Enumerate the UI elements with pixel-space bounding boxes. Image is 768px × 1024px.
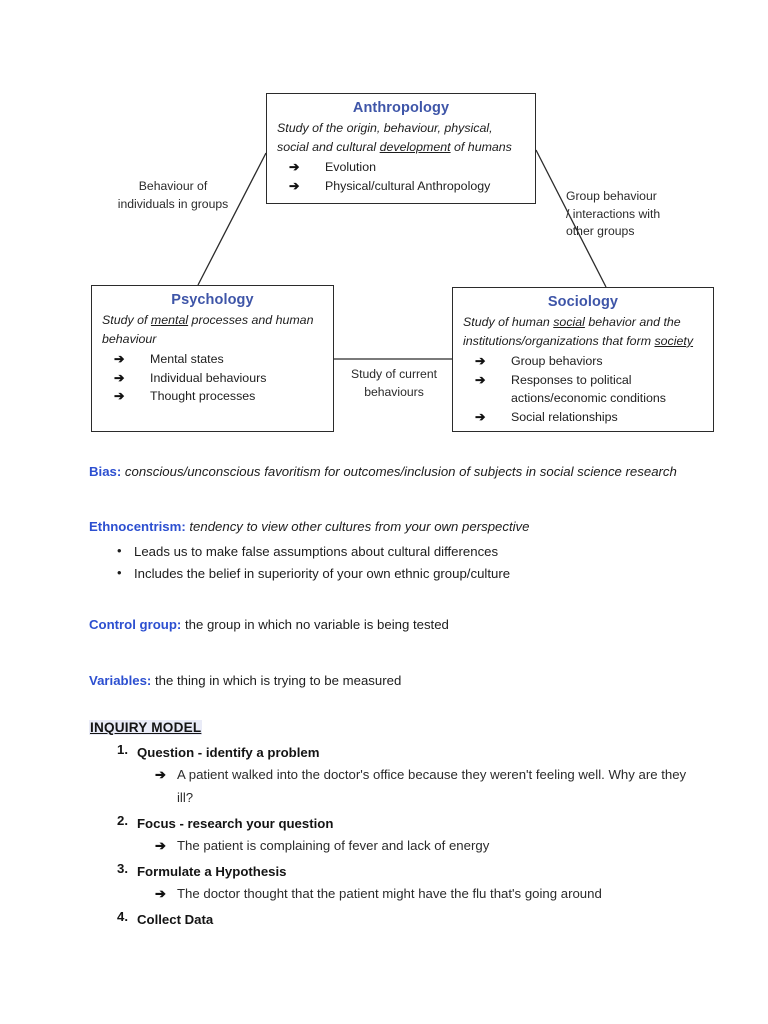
concept-map-diagram: Anthropology Study of the origin, behavi… [0,0,768,450]
inquiry-step: Question - identify a problem ➔A patient… [89,742,689,810]
node-title-psychology: Psychology [171,292,254,308]
node-description-sociology: Study of human social behavior and the i… [463,315,694,348]
arrow-icon: ➔ [289,159,300,174]
node-bullet-item: ➔Group behaviors [463,352,703,371]
arrow-icon: ➔ [475,372,486,387]
inquiry-step: Focus - research your question ➔The pati… [89,813,689,858]
node-bullet-item: ➔Physical/cultural Anthropology [277,177,525,196]
term-label-ethnocentrism: Ethnocentrism: [89,519,186,535]
arrow-icon: ➔ [155,767,167,783]
term-label-control-group: Control group: [89,617,182,633]
inquiry-model-heading: INQUIRY MODEL [89,719,203,735]
spacer [89,488,689,516]
term-block-ethnocentrism: Ethnocentrism: tendency to view other cu… [89,516,689,586]
list-item: Leads us to make false assumptions about… [89,540,689,564]
term-line: Control group: the group in which no var… [89,614,689,635]
arrow-icon: ➔ [114,389,125,404]
arrow-icon: ➔ [114,370,125,385]
list-item: Includes the belief in superiority of yo… [89,562,689,586]
term-line: Bias: conscious/unconscious favoritism f… [89,461,689,482]
inquiry-step-title: Collect Data [137,911,214,927]
node-description-psychology: Study of mental processes and human beha… [102,313,314,346]
term-definition-control-group: the group in which no variable is being … [181,617,449,633]
node-bullet-item: ➔Individual behaviours [102,369,323,388]
term-block-control-group: Control group: the group in which no var… [89,614,689,635]
arrow-icon: ➔ [475,353,486,368]
diagram-node-psychology: Psychology Study of mental processes and… [91,285,334,432]
spacer [89,592,689,614]
inquiry-substep: ➔The doctor thought that the patient mig… [137,883,689,906]
inquiry-model-step-list: Question - identify a problem ➔A patient… [89,742,689,930]
edge-label-anthropology-sociology: Group behaviour / interactions with othe… [566,189,661,239]
node-description-anthropology: Study of the origin, behaviour, physical… [277,121,512,154]
term-definition-ethnocentrism: tendency to view other cultures from you… [185,519,530,535]
bullet-list-ethnocentrism: Leads us to make false assumptions about… [89,540,689,586]
term-definition-variables: the thing in which is trying to be measu… [151,672,402,688]
spacer [89,697,689,719]
arrow-icon: ➔ [155,886,167,902]
inquiry-substep: ➔The patient is complaining of fever and… [137,835,689,858]
node-bullet-item: ➔Social relationships [463,408,703,427]
diagram-node-sociology: Sociology Study of human social behavior… [452,287,714,432]
inquiry-substep-list: ➔A patient walked into the doctor's offi… [137,764,689,809]
node-bullet-item: ➔Thought processes [102,387,323,406]
arrow-icon: ➔ [114,351,125,366]
edge-label-anthropology-psychology: Behaviour of individuals in groups [117,179,229,211]
node-bullet-item: ➔Evolution [277,158,525,177]
arrow-icon: ➔ [289,178,300,193]
term-definition-bias: conscious/unconscious favoritism for out… [121,464,677,479]
node-bullet-item: ➔Responses to political actions/economic… [475,372,666,406]
inquiry-step-title: Question - identify a problem [137,744,320,760]
spacer [89,642,689,670]
node-title-anthropology: Anthropology [352,100,450,116]
inquiry-step: Collect Data [89,909,689,930]
node-bullet-list-sociology: ➔Group behaviors ➔Responses to political… [463,352,703,427]
term-block-bias: Bias: conscious/unconscious favoritism f… [89,461,689,482]
term-line: Ethnocentrism: tendency to view other cu… [89,516,689,537]
node-title-sociology: Sociology [547,294,619,310]
inquiry-model-section: INQUIRY MODEL Question - identify a prob… [89,719,689,930]
node-bullet-list-psychology: ➔Mental states ➔Individual behaviours ➔T… [102,350,323,407]
inquiry-step-title: Focus - research your question [137,815,334,831]
inquiry-substep-list: ➔The patient is complaining of fever and… [137,835,689,858]
inquiry-step: Formulate a Hypothesis ➔The doctor thoug… [89,861,689,906]
term-label-bias: Bias: [89,464,122,479]
edge-label-psychology-sociology: Study of current behaviours [350,367,438,399]
inquiry-substep: ➔A patient walked into the doctor's offi… [137,764,689,809]
inquiry-step-title: Formulate a Hypothesis [137,863,287,879]
arrow-icon: ➔ [155,838,167,854]
node-bullet-item: ➔Mental states [102,350,323,369]
term-label-variables: Variables: [89,672,152,688]
arrow-icon: ➔ [475,410,486,425]
term-line: Variables: the thing in which is trying … [89,670,689,691]
diagram-node-anthropology: Anthropology Study of the origin, behavi… [266,93,536,204]
inquiry-substep-list: ➔The doctor thought that the patient mig… [137,883,689,906]
term-block-variables: Variables: the thing in which is trying … [89,670,689,691]
notes-section: Bias: conscious/unconscious favoritism f… [89,461,689,930]
node-bullet-list-anthropology: ➔Evolution ➔Physical/cultural Anthropolo… [277,158,525,196]
